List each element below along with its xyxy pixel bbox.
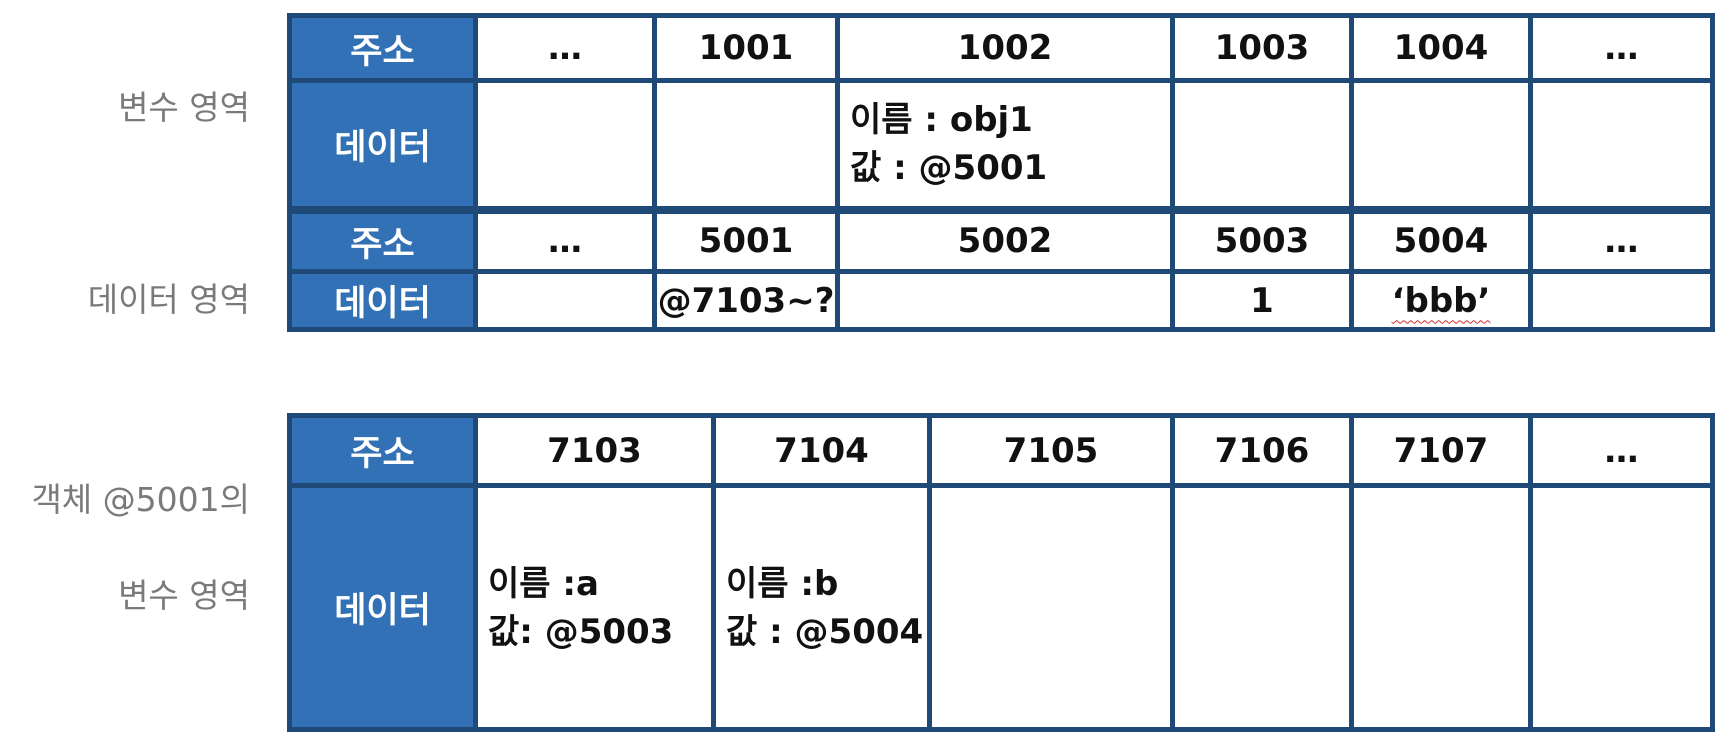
data-value-row: 데이터 @7103~? 1 ‘bbb’ — [287, 269, 1715, 332]
object-variable-area-label: 객체 @5001의 변수 영역 — [31, 428, 250, 620]
data-cell — [1349, 78, 1533, 212]
address-cell: 5001 — [652, 205, 840, 274]
variable-value: 값 : @5001 — [850, 148, 1048, 189]
variable-data-row: 데이터 이름 : obj1 값 : @5001 — [287, 78, 1715, 212]
data-cell — [1528, 483, 1715, 732]
memory-table-variables: 주소 … 1001 1002 1003 1004 … 데이터 이름 : obj1… — [287, 13, 1715, 332]
address-cell: 7103 — [473, 413, 716, 488]
variable-address-row: 주소 … 1001 1002 1003 1004 … — [287, 13, 1715, 83]
object-address-row: 주소 7103 7104 7105 7106 7107 … — [287, 413, 1715, 488]
data-cell — [1528, 78, 1715, 212]
variable-value: 값: @5003 — [488, 611, 674, 652]
address-cell: 5003 — [1170, 205, 1354, 274]
address-cell: … — [1528, 413, 1715, 488]
address-cell: 7106 — [1170, 413, 1354, 488]
row-header-data: 데이터 — [287, 78, 478, 212]
variable-name: 이름 :a — [488, 563, 599, 604]
data-cell — [835, 269, 1175, 332]
address-cell: … — [1528, 13, 1715, 83]
data-cell — [1170, 483, 1354, 732]
memory-table-object: 주소 7103 7104 7105 7106 7107 … 데이터 이름 :a … — [287, 413, 1715, 732]
address-cell: 1003 — [1170, 13, 1354, 83]
row-header-address: 주소 — [287, 205, 478, 274]
object-variable-area-label-line1: 객체 @5001의 — [31, 480, 250, 519]
address-cell: … — [473, 13, 657, 83]
data-cell — [1528, 269, 1715, 332]
data-area-label: 데이터 영역 — [87, 280, 250, 319]
row-header-address: 주소 — [287, 13, 478, 83]
data-cell: ‘bbb’ — [1349, 269, 1533, 332]
string-value: ‘bbb’ — [1391, 280, 1491, 321]
data-cell — [473, 78, 657, 212]
address-cell: 5002 — [835, 205, 1175, 274]
data-cell — [927, 483, 1175, 732]
data-cell-a: 이름 :a 값: @5003 — [473, 483, 716, 732]
variable-value: 값 : @5004 — [726, 611, 924, 652]
data-cell: 1 — [1170, 269, 1354, 332]
address-cell: … — [1528, 205, 1715, 274]
address-cell: 1002 — [835, 13, 1175, 83]
address-cell: 7107 — [1349, 413, 1533, 488]
address-cell: 7104 — [711, 413, 932, 488]
row-header-data: 데이터 — [287, 269, 478, 332]
data-cell — [1170, 78, 1354, 212]
object-variable-area-label-line2: 변수 영역 — [118, 576, 250, 615]
address-cell: … — [473, 205, 657, 274]
variable-name: 이름 :b — [726, 563, 839, 604]
data-address-row: 주소 … 5001 5002 5003 5004 … — [287, 205, 1715, 274]
data-cell — [1349, 483, 1533, 732]
data-cell-obj1: 이름 : obj1 값 : @5001 — [835, 78, 1175, 212]
address-cell: 5004 — [1349, 205, 1533, 274]
object-data-row: 데이터 이름 :a 값: @5003 이름 :b 값 : @5004 — [287, 483, 1715, 732]
row-header-address: 주소 — [287, 413, 478, 488]
data-cell-b: 이름 :b 값 : @5004 — [711, 483, 932, 732]
variable-name: 이름 : obj1 — [850, 100, 1033, 141]
address-cell: 7105 — [927, 413, 1175, 488]
data-cell — [652, 78, 840, 212]
row-header-data: 데이터 — [287, 483, 478, 732]
data-cell: @7103~? — [652, 269, 840, 332]
variable-area-label: 변수 영역 — [118, 88, 250, 127]
address-cell: 1001 — [652, 13, 840, 83]
address-cell: 1004 — [1349, 13, 1533, 83]
data-cell — [473, 269, 657, 332]
